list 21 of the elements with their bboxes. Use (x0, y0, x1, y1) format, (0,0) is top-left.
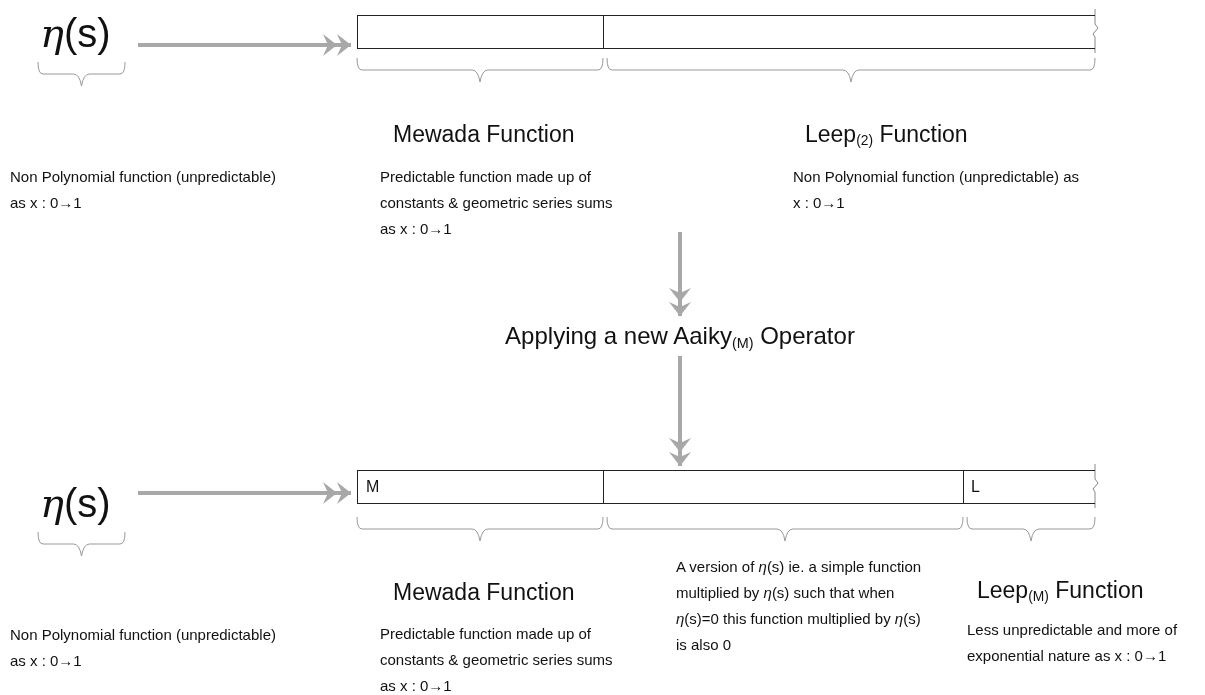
bar-segment (603, 15, 1095, 49)
math-expression: η(s) (40, 8, 132, 60)
segment-label: M (366, 477, 380, 497)
function-description: Non Polynomial function (unpredictable) as x : 0→1 (10, 625, 277, 671)
bar-segment (357, 15, 604, 49)
bar-segment (357, 470, 604, 504)
bar-segment (603, 470, 964, 504)
operator-label: Applying a new Aaiky$_{(M)}$ Operator (440, 320, 920, 352)
function-description: Predictable function made up of constants & geometric series sums as x : 0→1 (380, 624, 614, 695)
segment-label: L (971, 477, 980, 497)
function-description: Non Polynomial function (unpredictable) as x : 0→1 (10, 167, 277, 213)
function-description: A version of η(s) ie. a simple function multiplied by η(s) such that when η(s)=0 this function multiplied by η(s) is also 0 (676, 557, 923, 655)
function-description: Non Polynomial function (unpredictable) as x : 0→1 (793, 167, 1080, 213)
function-heading: Mewada Function (393, 578, 575, 606)
math-expression: η(s) (40, 478, 132, 530)
function-heading: Leep$_{(M)}$ Function (977, 576, 1144, 607)
bar-segment (963, 470, 1095, 504)
function-heading: Leep$_{(2)}$ Function (805, 120, 968, 151)
function-heading: Mewada Function (393, 120, 575, 148)
function-description: Less unpredictable and more of exponential nature as x : 0→1 (967, 620, 1179, 666)
function-description: Predictable function made up of constants & geometric series sums as x : 0→1 (380, 167, 614, 239)
